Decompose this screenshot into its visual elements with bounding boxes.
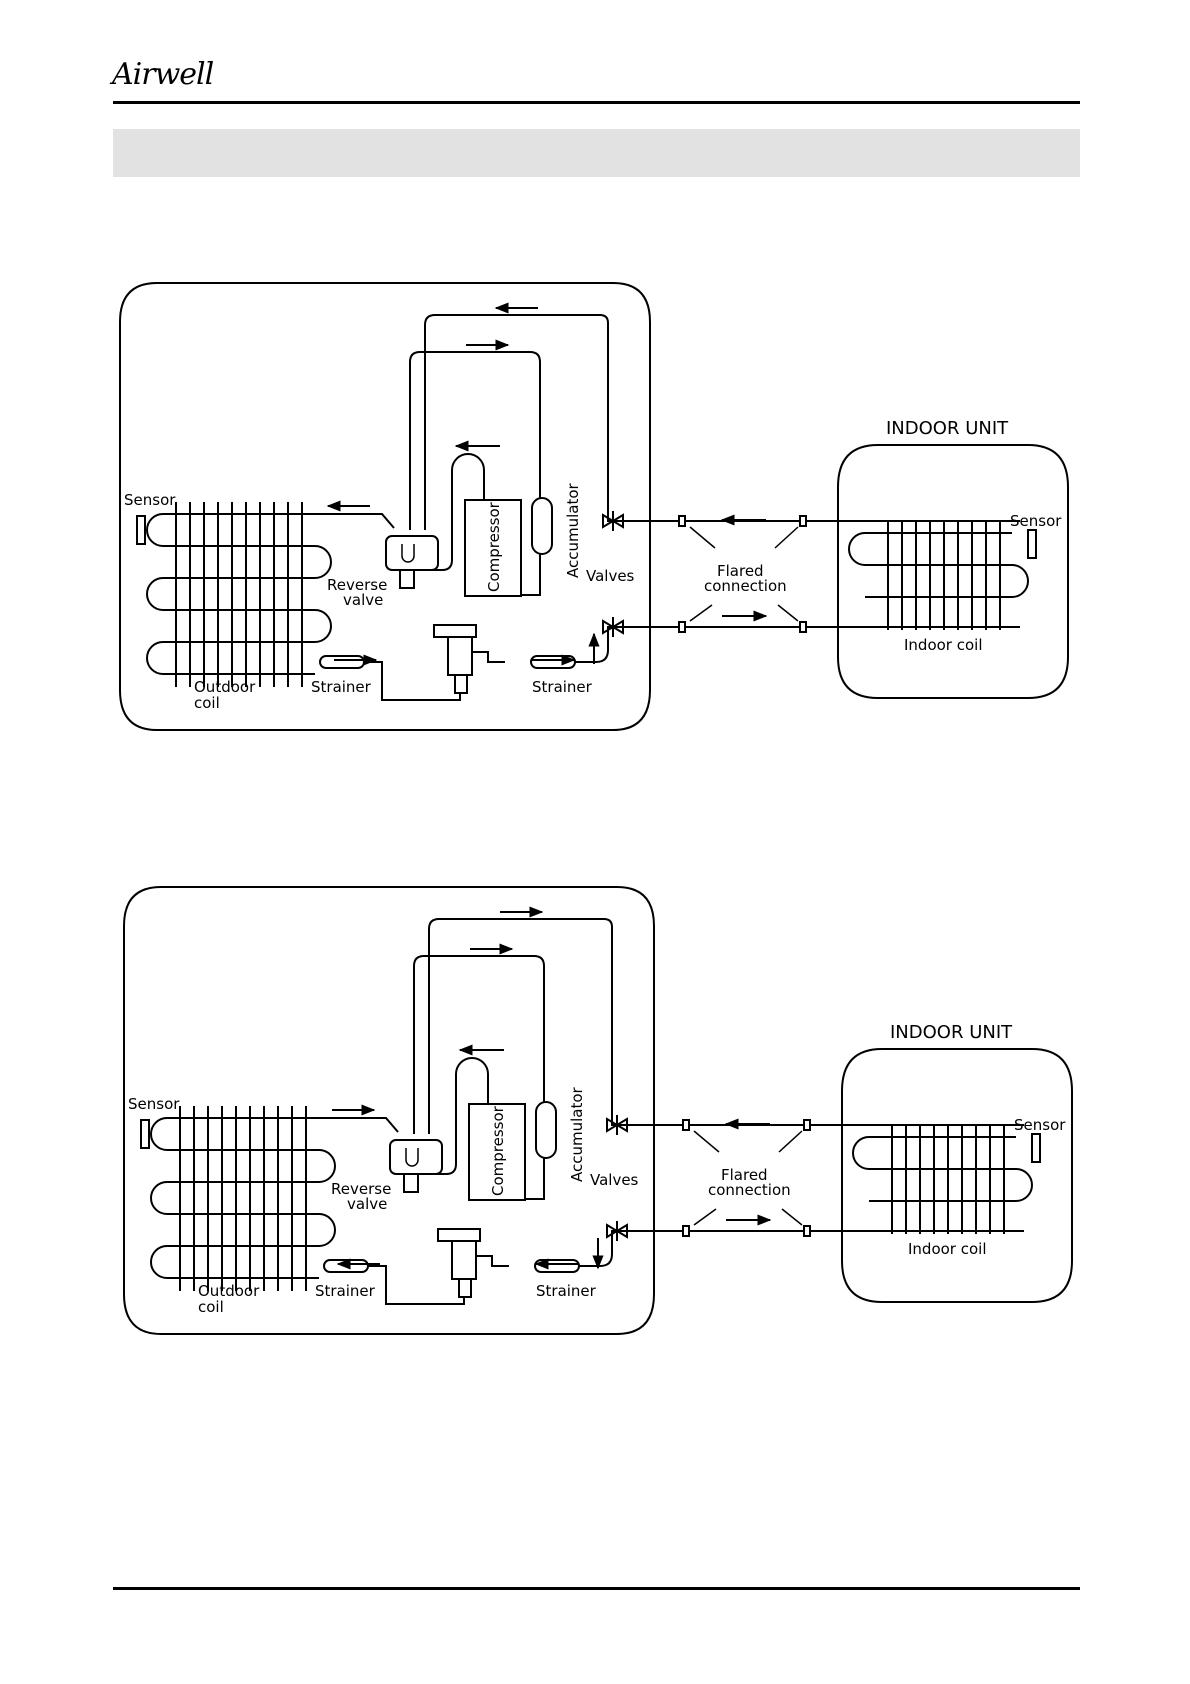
accumulator [536,1102,556,1158]
outdoor-sensor [141,1120,149,1148]
pipe-top-outer-loop [425,315,623,530]
outdoor-sensor [137,516,145,544]
label-valves: Valves [586,567,635,585]
label-indoor-unit: INDOOR UNIT [886,418,1009,439]
outdoor-coil [147,502,331,687]
label-indoor-coil: Indoor coil [904,636,983,654]
pipe-coil-to-reverse-valve [310,514,394,528]
indoor-unit-enclosure [838,445,1068,698]
label-outdoor-coil-line2: coil [198,1298,224,1316]
label-strainer-right: Strainer [536,1282,597,1300]
label-flared-line2: connection [708,1181,791,1199]
strainer-left [324,1260,368,1272]
label-sensor-indoor: Sensor [1010,512,1062,530]
indoor-unit-enclosure [842,1049,1072,1302]
expansion-device [434,625,505,693]
label-sensor-indoor: Sensor [1014,1116,1066,1134]
indoor-coil [849,520,1028,630]
label-valves: Valves [590,1171,639,1189]
label-flared-line2: connection [704,577,787,595]
label-accumulator: Accumulator [564,482,582,578]
flow-arrows [328,308,766,664]
indoor-sensor [1032,1134,1040,1162]
strainer-right [531,656,575,668]
label-indoor-coil: Indoor coil [908,1240,987,1258]
indoor-sensor [1028,530,1036,558]
strainer-right [535,1260,579,1272]
label-strainer-left: Strainer [311,678,372,696]
cooling-cycle-diagram: Sensor Reverse valve Compressor Accumula… [120,283,1068,730]
pipe-coil-to-reverse-valve [314,1118,398,1132]
reverse-valve [386,536,438,588]
label-sensor-outdoor: Sensor [128,1095,180,1113]
label-accumulator: Accumulator [568,1086,586,1182]
reverse-valve [390,1140,442,1192]
outdoor-coil [151,1106,335,1291]
label-indoor-unit: INDOOR UNIT [890,1022,1013,1043]
pipe-top-outer-loop [429,919,627,1134]
indoor-coil [853,1124,1032,1234]
label-compressor: Compressor [489,1105,507,1196]
label-reverse-valve-line2: valve [343,591,383,609]
heating-cycle-diagram: Sensor Reverse valve Compressor Accumula… [124,887,1072,1334]
label-strainer-left: Strainer [315,1282,376,1300]
expansion-device [438,1229,509,1297]
label-strainer-right: Strainer [532,678,593,696]
accumulator [532,498,552,554]
label-reverse-valve-line2: valve [347,1195,387,1213]
label-sensor-outdoor: Sensor [124,491,176,509]
strainer-left [320,656,364,668]
label-outdoor-coil-line2: coil [194,694,220,712]
flow-arrows [332,912,770,1268]
label-compressor: Compressor [485,501,503,592]
